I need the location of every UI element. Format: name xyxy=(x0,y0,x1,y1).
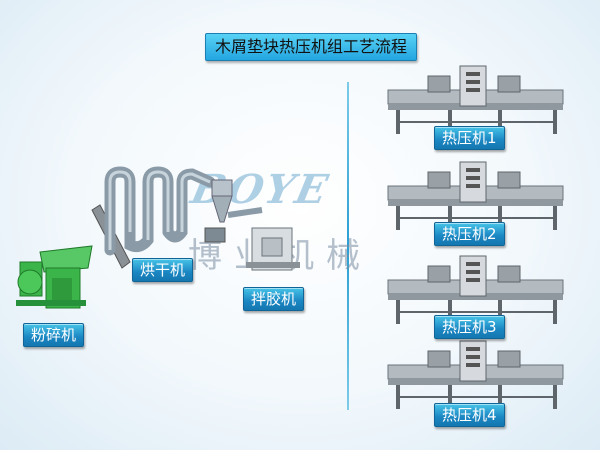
hot-press-2-label: 热压机2 xyxy=(434,222,505,246)
mixer-label: 拌胶机 xyxy=(243,287,305,311)
diagram-title: 木屑垫块热压机组工艺流程 xyxy=(205,33,418,61)
crusher-label: 粉碎机 xyxy=(23,323,85,347)
crusher-machine-icon xyxy=(16,245,93,309)
hot-press-4-label: 热压机4 xyxy=(434,403,505,427)
hot-press-3-label: 热压机3 xyxy=(434,315,505,339)
section-divider xyxy=(347,82,349,410)
dryer-label: 烘干机 xyxy=(132,258,194,282)
mixer-machine-icon xyxy=(246,227,300,271)
hot-press-1-label: 热压机1 xyxy=(434,126,505,150)
